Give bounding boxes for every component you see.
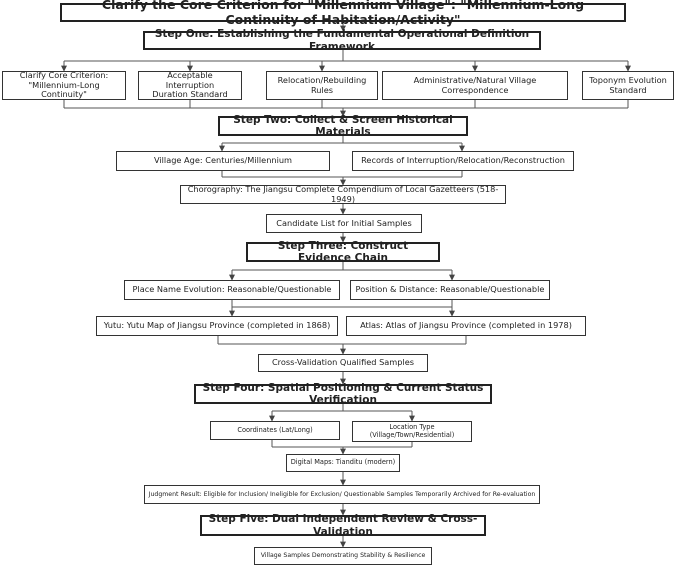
yutu-box: Yutu: Yutu Map of Jiangsu Province (comp…	[96, 316, 338, 336]
location-type-box: Location Type (Village/Town/Residential)	[352, 421, 472, 442]
step-four-heading: Step Four: Spatial Positioning & Current…	[194, 382, 492, 406]
main-title: Clarify the Core Criterion for "Millenni…	[60, 0, 626, 26]
chorography-box: Chorography: The Jiangsu Complete Compen…	[180, 184, 506, 204]
step-five-heading: Step Five: Dual Independent Review & Cro…	[200, 513, 486, 538]
relocation-rules-box: Relocation/Rebuilding Rules	[266, 71, 378, 100]
final-result-box: Village Samples Demonstrating Stability …	[254, 547, 432, 565]
digital-maps-box: Digital Maps: Tianditu (modern)	[286, 454, 400, 472]
step-two-heading: Step Two: Collect & Screen Historical Ma…	[218, 114, 468, 138]
candidate-list-box: Candidate List for Initial Samples	[266, 214, 422, 233]
village-age-box: Village Age: Centuries/Millennium	[116, 151, 330, 171]
interruption-standard-box: Acceptable Interruption Duration Standar…	[138, 71, 242, 100]
toponym-standard-box: Toponym Evolution Standard	[582, 71, 674, 100]
step-three-heading: Step Three: Construct Evidence Chain	[246, 240, 440, 264]
place-name-box: Place Name Evolution: Reasonable/Questio…	[124, 280, 340, 300]
village-correspondence-box: Administrative/Natural Village Correspon…	[382, 71, 568, 100]
cross-validation-box: Cross-Validation Qualified Samples	[258, 354, 428, 372]
position-distance-box: Position & Distance: Reasonable/Question…	[350, 280, 550, 300]
records-box: Records of Interruption/Relocation/Recon…	[352, 151, 574, 171]
step-one-heading: Step One: Establishing the Fundamental O…	[143, 28, 541, 53]
atlas-box: Atlas: Atlas of Jiangsu Province (comple…	[346, 316, 586, 336]
criterion-box: Clarify Core Criterion: "Millennium-Long…	[2, 71, 126, 100]
coordinates-box: Coordinates (Lat/Long)	[210, 421, 340, 440]
judgment-result-box: Judgment Result: Eligible for Inclusion/…	[144, 485, 540, 504]
